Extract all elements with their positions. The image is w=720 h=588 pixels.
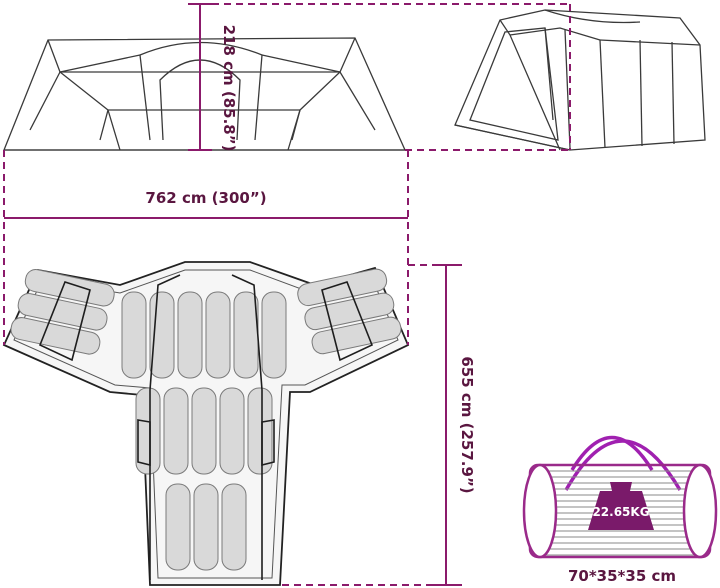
carry-bag-icon: 22.65KG (522, 435, 718, 559)
weight-label: 22.65KG (592, 505, 649, 519)
bag-handle-back (570, 435, 654, 471)
bag-end-right (682, 463, 718, 559)
dimension-lines (3, 3, 571, 586)
weight-icon (588, 482, 654, 530)
tent-side-view (454, 9, 706, 151)
bag-end-left (522, 463, 558, 559)
sleeping-bags (10, 268, 402, 571)
tent-front-view (3, 37, 407, 151)
package-size-label: 70*35*35 cm (568, 567, 676, 585)
width-label: 762 cm (300”) (145, 189, 266, 207)
depth-label: 655 cm (257.9”) (458, 356, 476, 493)
height-label: 218 cm (85.8”) (220, 25, 238, 152)
tent-floor-plan (2, 261, 410, 586)
floor-poles (38, 274, 374, 580)
